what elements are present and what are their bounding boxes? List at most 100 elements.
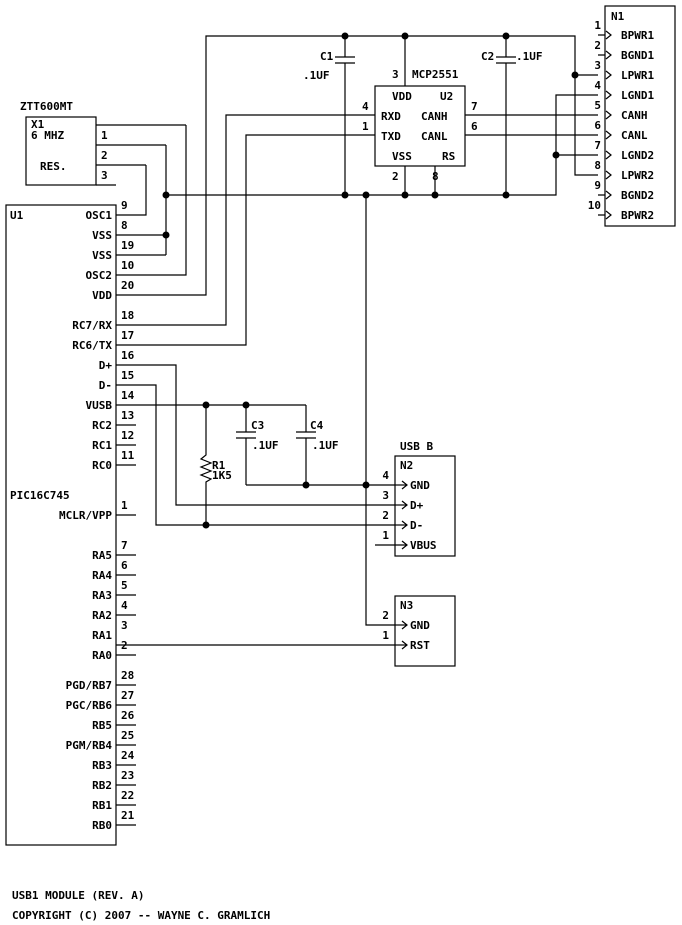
x1-pin-3-num: 3 — [101, 169, 108, 182]
n1-pin-arrow — [605, 210, 612, 220]
net-osc1 — [116, 165, 147, 216]
u1-ref: U1 — [10, 209, 24, 222]
capacitor-c4: C4 .1UF — [296, 405, 339, 485]
u1-pin-number: 19 — [121, 239, 134, 252]
r1-zigzag — [199, 405, 213, 525]
u1-pin-label: RB5 — [92, 719, 112, 732]
net-vdd — [116, 35, 598, 296]
u1-pin-number: 21 — [121, 809, 135, 822]
u1-pin-number: 12 — [121, 429, 134, 442]
u1-pin-number: 8 — [121, 219, 128, 232]
u1-pin-label: RA1 — [92, 629, 112, 642]
u1-pin-number: 28 — [121, 669, 134, 682]
u1-pin-label: RA5 — [92, 549, 112, 562]
n1-pin-number: 3 — [594, 59, 601, 72]
n1-pin-label: CANH — [621, 109, 648, 122]
u1-pin-number: 1 — [121, 499, 128, 512]
n1-pin-label: LPWR2 — [621, 169, 654, 182]
n1-pin-label: BGND1 — [621, 49, 654, 62]
u2-pin-rxd-num: 4 — [362, 100, 369, 113]
resistor-r1: R1 1K5 — [199, 405, 232, 525]
n1-pin-number: 9 — [594, 179, 601, 192]
net-tx — [116, 134, 375, 346]
net-d-minus — [116, 384, 395, 526]
n1-pin-number: 7 — [594, 139, 601, 152]
u2-pin-txd-num: 1 — [362, 120, 369, 133]
n1-pin-arrow — [605, 50, 612, 60]
c1-value: .1UF — [303, 69, 330, 82]
n2-pin-number: 2 — [382, 509, 389, 522]
u1-pin-label: D+ — [99, 359, 113, 372]
n1-pin-label: CANL — [621, 129, 648, 142]
n1-pin-arrow — [605, 190, 612, 200]
junction-gnd-osc — [162, 191, 170, 199]
u2-pin-vdd-num: 3 — [392, 68, 399, 81]
c3-value: .1UF — [252, 439, 279, 452]
u1-pin-label: MCLR/VPP — [59, 509, 112, 522]
capacitor-c3: C3 .1UF — [236, 405, 279, 485]
n1-body — [604, 5, 676, 227]
resonator-x1: ZTT600MT X1 6 MHZ RES. 1 2 3 — [20, 100, 186, 186]
u2-txd-label: TXD — [381, 130, 401, 143]
junction-gnd-drop — [362, 191, 370, 199]
n2-title: USB B — [400, 440, 433, 453]
u1-pin-label: VUSB — [86, 399, 113, 412]
junction-vdd-c2 — [502, 32, 510, 40]
n2-pin-number: 1 — [382, 529, 389, 542]
n1-pin-label: BPWR2 — [621, 209, 654, 222]
n2-pin-label: D- — [410, 519, 423, 532]
junction-r1-d-minus — [202, 521, 210, 529]
n2-pin-number: 3 — [382, 489, 389, 502]
junction-gnd-u2-vss — [401, 191, 409, 199]
c2-plates — [496, 36, 516, 195]
n1-pin-label: LGND1 — [621, 89, 654, 102]
u1-pin-number: 26 — [121, 709, 135, 722]
u1-pin-label: PGD/RB7 — [66, 679, 112, 692]
junction-gnd-u2-rs — [431, 191, 439, 199]
u1-pin-number: 13 — [121, 409, 134, 422]
junction-gnd-c2 — [502, 191, 510, 199]
u1-pin-number: 24 — [121, 749, 135, 762]
u1-body — [5, 204, 117, 846]
u1-pin-label: RC7/RX — [72, 319, 112, 332]
n1-pin-label: LGND2 — [621, 149, 654, 162]
x1-pin-stubs — [96, 124, 186, 186]
u1-pin-label: RA0 — [92, 649, 112, 662]
u2-part-name: MCP2551 — [412, 68, 459, 81]
u1-pin-label: RA2 — [92, 609, 112, 622]
n1-pin-number: 4 — [594, 79, 601, 92]
u1-pin-number: 25 — [121, 729, 134, 742]
u1-pin-number: 7 — [121, 539, 128, 552]
n1-pin-arrow — [605, 30, 612, 40]
n2-body — [394, 455, 456, 557]
u1-pin-label: VSS — [92, 229, 112, 242]
capacitor-c2: C2 .1UF — [481, 36, 543, 195]
u1-pin-number: 16 — [121, 349, 135, 362]
u1-pin-label: RC1 — [92, 439, 112, 452]
u2-rxd-label: RXD — [381, 110, 401, 123]
junction-vusb-c3 — [242, 401, 250, 409]
u2-vss-label: VSS — [392, 150, 412, 163]
n1-pin-arrow — [605, 130, 612, 140]
c3-ref: C3 — [251, 419, 264, 432]
r1-ref: R1 — [212, 459, 226, 472]
junctions — [162, 32, 579, 529]
n1-pin-arrow — [605, 90, 612, 100]
n1-pin-label: BGND2 — [621, 189, 654, 202]
u1-pin-label: PGC/RB6 — [66, 699, 113, 712]
n2-pin-label: VBUS — [410, 539, 437, 552]
c2-ref: C2 — [481, 50, 494, 63]
n1-pin-number: 1 — [594, 19, 601, 32]
u1-pin-label: RB2 — [92, 779, 112, 792]
n3-pin-label: RST — [410, 639, 430, 652]
net-gnd-drop — [246, 195, 395, 626]
n1-pin-number: 10 — [588, 199, 601, 212]
x1-pin-1-num: 1 — [101, 129, 108, 142]
net-gnd — [116, 94, 598, 256]
u1-pin-number: 27 — [121, 689, 134, 702]
n3-ref: N3 — [400, 599, 413, 612]
n3-pin-label: GND — [410, 619, 430, 632]
junction-vss-pin8 — [162, 231, 170, 239]
